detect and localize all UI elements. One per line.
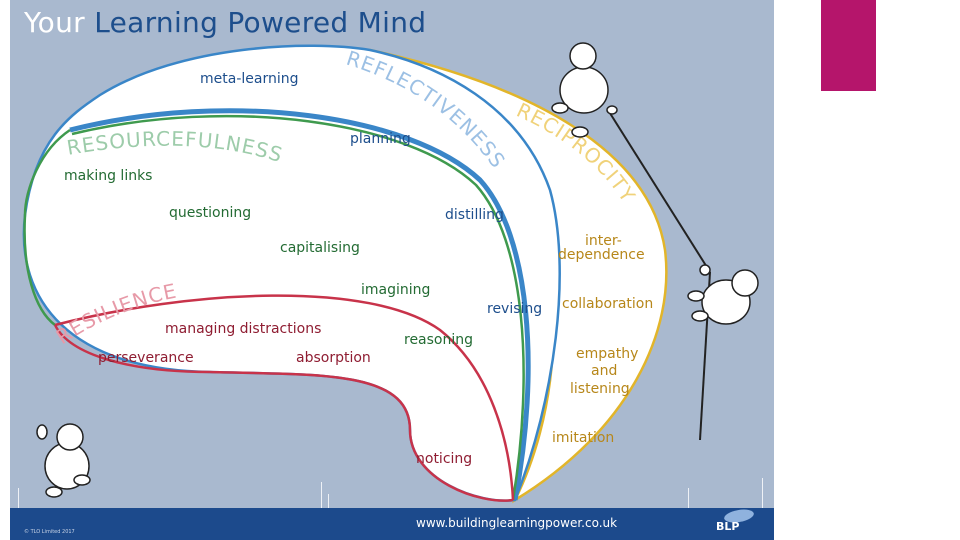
capacity-interdependence-2: dependence	[558, 247, 645, 263]
learning-mind-poster: Your Learning Powered Mind REFLECTIVENES…	[10, 0, 774, 540]
footer-copyright: © TLO Limited 2017	[24, 529, 75, 535]
figure-bottom-left	[36, 423, 91, 498]
frame-tick	[762, 478, 763, 508]
resourcefulness-inner-line	[71, 114, 525, 501]
resourcefulness-line	[23, 128, 71, 326]
learning-mind-diagram: REFLECTIVENESS RECIPROCITY RESOURCEFULNE…	[22, 42, 759, 504]
capacity-imagining: imagining	[361, 282, 430, 298]
capacity-noticing: noticing	[416, 451, 472, 467]
capacity-imitation: imitation	[552, 430, 614, 446]
footer-url[interactable]: www.buildinglearningpower.co.uk	[416, 516, 618, 530]
accent-block	[821, 0, 876, 91]
resilience-line	[54, 294, 515, 501]
capacity-reasoning: reasoning	[404, 332, 473, 348]
title-word-your: Your	[24, 6, 85, 39]
capacity-distilling: distilling	[445, 207, 504, 223]
climber-figure-top	[551, 42, 618, 138]
capacity-planning: planning	[350, 131, 411, 147]
footer-bar: © TLO Limited 2017 www.buildinglearningp…	[10, 507, 774, 540]
frame-tick	[321, 482, 322, 508]
capacity-capitalising: capitalising	[280, 240, 360, 256]
capacity-revising: revising	[487, 301, 542, 317]
poster-title: Your Learning Powered Mind	[24, 6, 426, 39]
capacity-absorption: absorption	[296, 350, 371, 366]
resilience-outer-line	[53, 324, 514, 502]
capacity-and: and	[591, 363, 617, 379]
blp-logo-text: BLP	[716, 520, 740, 533]
capacity-perseverance: perseverance	[98, 350, 194, 366]
capacity-questioning: questioning	[169, 205, 251, 221]
frame-tick	[688, 488, 689, 508]
frame-tick	[18, 488, 19, 508]
capacity-making-links: making links	[64, 168, 152, 184]
capacity-meta-learning: meta-learning	[200, 71, 299, 87]
climber-figure-right	[687, 264, 759, 325]
capacity-interdependence-1: inter-	[585, 233, 622, 249]
capacity-empathy: empathy	[576, 346, 638, 362]
reflectiveness-line	[69, 108, 531, 501]
capacity-collaboration: collaboration	[562, 296, 653, 312]
capacity-listening: listening	[570, 381, 630, 397]
capacity-managing-distractions: managing distractions	[165, 321, 321, 337]
climbing-rope	[607, 109, 711, 273]
frame-tick	[328, 494, 329, 508]
title-rest: Learning Powered Mind	[94, 6, 427, 39]
